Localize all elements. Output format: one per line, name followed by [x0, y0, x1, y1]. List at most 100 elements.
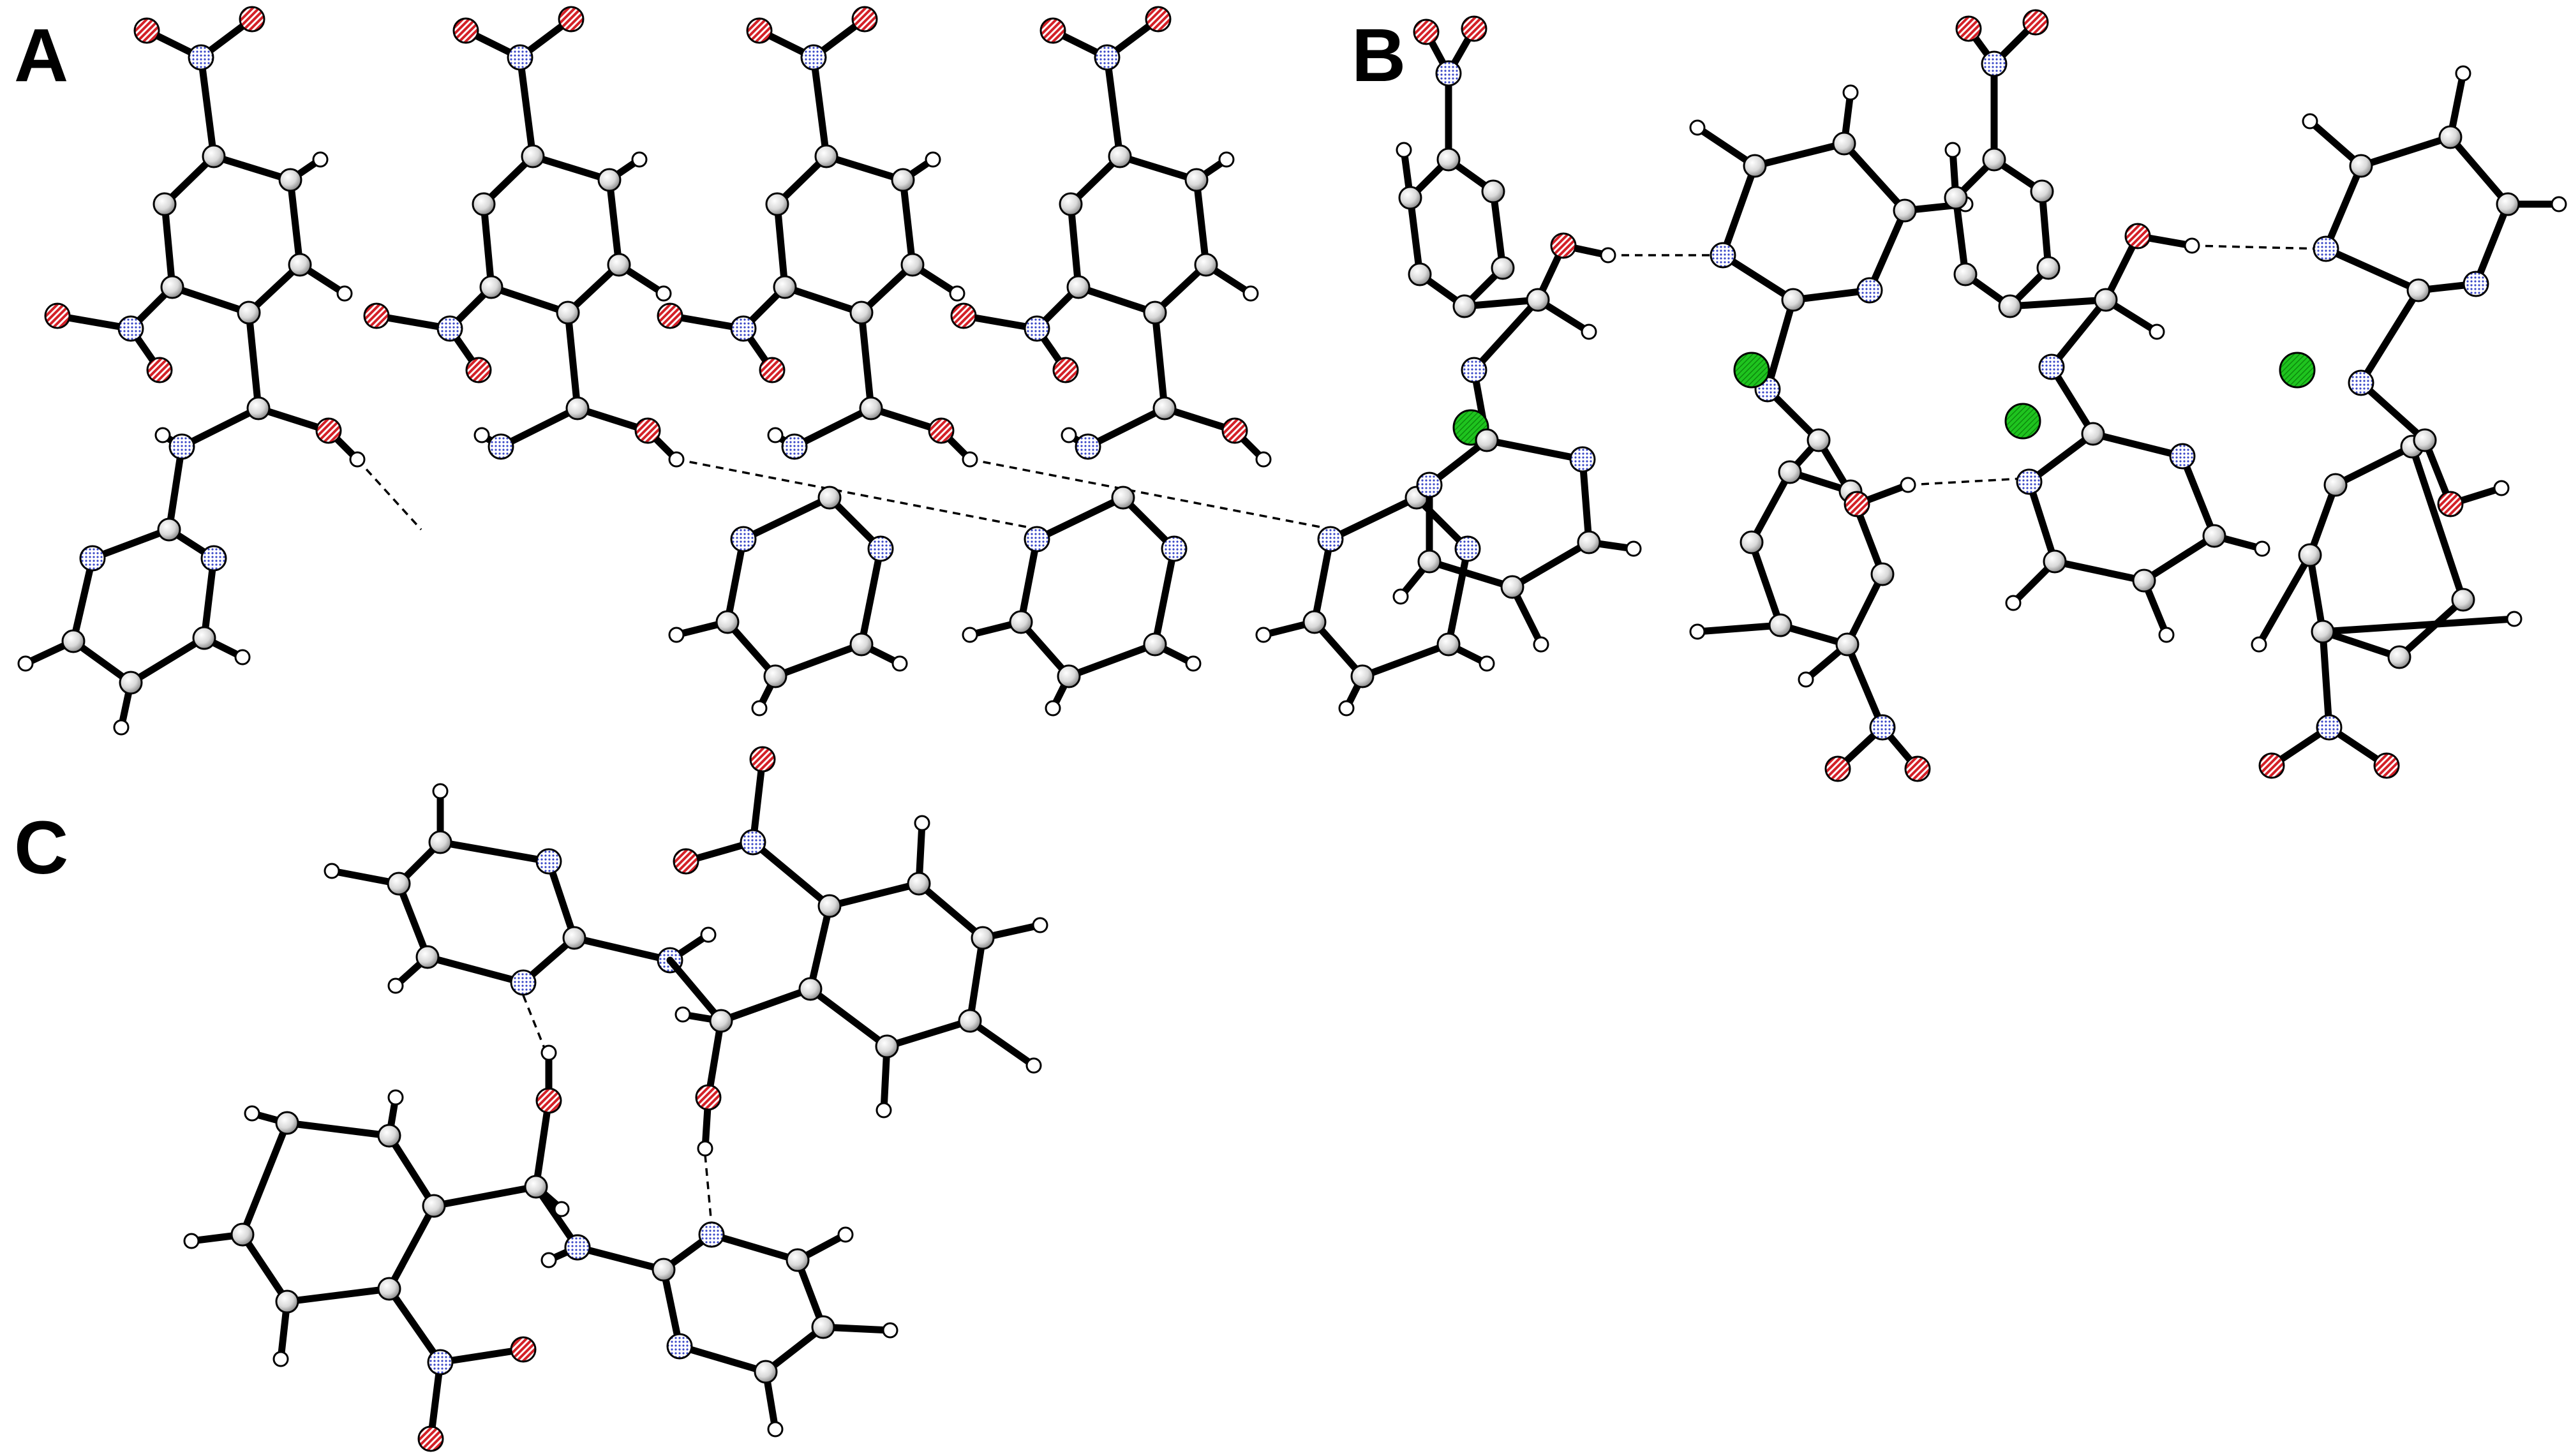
- nitrogen-atom: [1024, 526, 1050, 553]
- bond: [2472, 200, 2512, 288]
- carbon-atom: [377, 1124, 401, 1148]
- bond: [1075, 283, 1159, 316]
- oxygen-atom: [2437, 491, 2464, 517]
- bond: [2025, 430, 2097, 486]
- bond: [1844, 641, 1886, 731]
- carbon-atom: [1481, 179, 1505, 204]
- hydrogen-atom: [2455, 65, 2471, 82]
- carbon-atom: [1526, 288, 1550, 312]
- hydrogen-atom: [1255, 627, 1272, 643]
- carbon-atom: [811, 1315, 835, 1339]
- bond: [794, 1256, 827, 1331]
- oxygen-atom: [146, 357, 173, 383]
- bond: [807, 902, 833, 993]
- oxygen-atom: [363, 302, 390, 329]
- carbon-atom: [1870, 562, 1895, 586]
- oxygen-atom: [634, 417, 661, 444]
- carbon-atom: [2387, 645, 2411, 669]
- carbon-atom: [160, 275, 184, 299]
- bond: [858, 309, 875, 412]
- bond: [1844, 570, 1886, 648]
- bond: [2179, 452, 2218, 540]
- chlorine-atom: [2004, 403, 2041, 440]
- oxygen-atom: [452, 17, 479, 44]
- carbon-atom: [971, 926, 995, 950]
- bond: [497, 405, 581, 450]
- oxygen-atom: [657, 302, 683, 329]
- bond: [781, 283, 865, 316]
- carbon-atom: [2081, 422, 2105, 446]
- bond: [749, 755, 766, 846]
- carbon-atom: [521, 144, 545, 168]
- nitrogen-atom: [1024, 315, 1050, 342]
- hydrogen-atom: [751, 700, 768, 717]
- nitrogen-atom: [1435, 60, 1462, 87]
- hydrogen-atom: [668, 451, 685, 468]
- oxygen-atom: [2258, 752, 2285, 779]
- carbon-atom: [1111, 486, 1135, 510]
- carbon-atom: [1057, 664, 1081, 688]
- bond: [2322, 162, 2365, 253]
- carbon-atom: [2030, 179, 2054, 204]
- carbon-atom: [849, 301, 874, 325]
- oxygen-atom: [851, 6, 878, 33]
- oxygen-atom: [1221, 417, 1248, 444]
- carbon-atom: [246, 396, 271, 420]
- bond: [1426, 558, 1516, 591]
- oxygen-atom: [1824, 755, 1851, 782]
- hydrogen-atom: [183, 1233, 200, 1249]
- carbon-atom: [817, 894, 842, 918]
- carbon-atom: [2043, 549, 2067, 574]
- bond: [2447, 133, 2512, 208]
- carbon-atom: [565, 396, 590, 420]
- carbon-atom: [1835, 632, 1859, 657]
- hydrogen-atom: [2254, 540, 2270, 557]
- hydrogen-atom: [1025, 1057, 1042, 1074]
- hydrogen-atom: [234, 649, 251, 665]
- carbon-atom: [1500, 575, 1524, 599]
- hydrogen-atom: [553, 1201, 570, 1217]
- bond: [245, 309, 262, 412]
- oxygen-atom: [1413, 19, 1440, 45]
- carbon-atom: [849, 632, 874, 657]
- hydrogen-atom: [1479, 655, 1495, 672]
- nitrogen-atom: [800, 44, 827, 71]
- bond: [430, 1183, 540, 1210]
- bond: [480, 200, 495, 291]
- bond: [807, 985, 891, 1050]
- hydrogen-atom: [2551, 196, 2567, 212]
- carbon-atom: [2349, 154, 2373, 178]
- carbon-atom: [763, 664, 787, 688]
- hydrogen-atom: [767, 1421, 784, 1437]
- bond: [1017, 618, 1073, 680]
- nitrogen-atom: [535, 848, 562, 875]
- bond: [239, 1119, 291, 1238]
- bond: [385, 1202, 438, 1293]
- hydrogen-atom: [349, 451, 366, 468]
- carbon-atom: [2406, 278, 2431, 302]
- carbon-atom: [1778, 460, 1802, 484]
- carbon-atom: [1768, 613, 1792, 637]
- carbon-atom: [119, 671, 143, 695]
- bond: [966, 934, 987, 1025]
- bond: [283, 1285, 393, 1305]
- hydrogen-atom: [668, 627, 685, 643]
- bond: [1151, 545, 1178, 648]
- bond: [2357, 133, 2454, 170]
- oxygen-atom: [928, 417, 955, 444]
- bond: [1445, 545, 1472, 648]
- hydrogen-atom: [473, 427, 490, 443]
- hydrogen-atom: [1842, 84, 1859, 101]
- carbon-atom: [1302, 610, 1327, 634]
- carbon-atom: [153, 192, 177, 216]
- hydrogen-atom: [1218, 151, 1235, 168]
- nitrogen-atom: [1317, 526, 1344, 553]
- carbon-atom: [562, 926, 586, 950]
- carbon-atom: [1944, 186, 1968, 210]
- bond: [2319, 628, 2333, 731]
- bond: [2306, 551, 2327, 635]
- bond: [1065, 641, 1159, 680]
- carbon-atom: [428, 830, 452, 854]
- hydrogen-atom: [674, 1006, 691, 1023]
